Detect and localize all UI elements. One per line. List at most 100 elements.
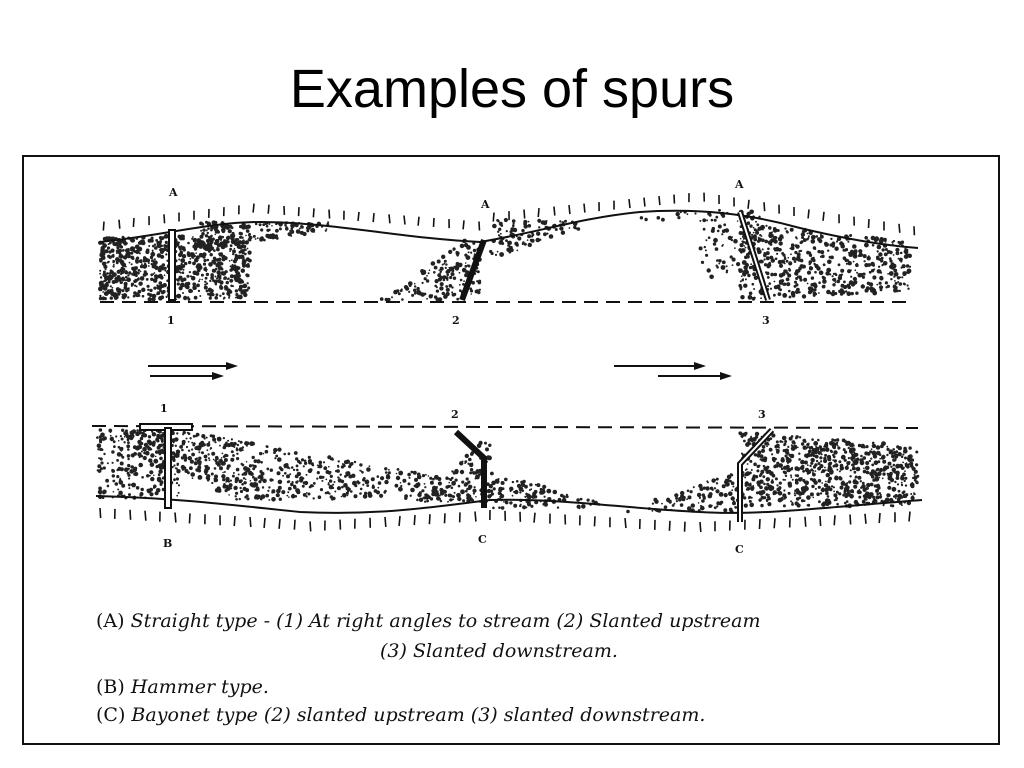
sediment-dot <box>783 489 786 492</box>
sediment-dot <box>519 491 522 494</box>
sediment-dot <box>834 463 839 468</box>
sediment-dot <box>179 271 182 274</box>
sediment-dot <box>210 228 213 232</box>
sediment-dot <box>180 258 186 263</box>
sediment-dot <box>576 227 581 231</box>
sediment-dot <box>227 464 231 468</box>
sediment-dot <box>824 447 830 452</box>
sediment-dot <box>220 266 223 269</box>
sediment-dot <box>262 452 265 455</box>
sediment-dot <box>307 226 311 230</box>
sediment-dot <box>102 256 106 260</box>
sediment-dot <box>486 488 492 494</box>
sediment-dot <box>784 227 787 230</box>
sediment-dot <box>710 228 715 233</box>
sediment-dot <box>819 464 824 469</box>
bank-hatch-mark <box>144 510 147 521</box>
caption-c: (C) Bayonet type (2) slanted upstream (3… <box>96 704 976 726</box>
sediment-dot <box>868 270 872 274</box>
sediment-dot <box>201 434 206 439</box>
sediment-dot <box>379 493 384 498</box>
sediment-dot <box>901 496 904 499</box>
sediment-dot <box>897 281 900 283</box>
sediment-dot <box>243 481 247 485</box>
sediment-dot <box>125 275 128 279</box>
sediment-dot <box>820 250 825 255</box>
sediment-dot <box>829 273 832 276</box>
sediment-dot <box>832 486 836 489</box>
sediment-dot <box>384 479 389 485</box>
sediment-dot <box>833 490 835 493</box>
sediment-dot <box>565 495 569 499</box>
sediment-dot <box>884 248 888 251</box>
sediment-dot <box>427 475 430 477</box>
sediment-dot <box>827 478 830 481</box>
sediment-dot <box>240 268 245 273</box>
sediment-dot <box>329 495 333 499</box>
sediment-dot <box>556 506 560 509</box>
sediment-dot <box>327 483 330 486</box>
sediment-dot <box>434 279 439 284</box>
sediment-dot <box>757 249 761 254</box>
sediment-dot <box>348 465 352 469</box>
sediment-dot <box>780 279 785 283</box>
sediment-dot <box>810 234 816 240</box>
sediment-dot <box>878 467 884 473</box>
sediment-dot <box>775 440 779 444</box>
sediment-dot <box>796 237 798 240</box>
sediment-dot <box>498 492 501 495</box>
sediment-dot <box>446 273 450 277</box>
sediment-dot <box>651 509 654 512</box>
bank-hatch-mark <box>384 516 387 527</box>
sediment-dot <box>784 448 789 453</box>
sediment-dot <box>452 276 457 280</box>
sediment-dot <box>219 285 224 290</box>
sediment-dot <box>133 466 138 471</box>
sediment-dot <box>754 431 760 437</box>
sediment-dot <box>163 274 166 277</box>
sediment-dot <box>542 488 545 491</box>
sediment-dot <box>767 247 770 251</box>
sediment-dot <box>104 236 110 241</box>
sediment-dot <box>895 473 900 478</box>
sediment-dot <box>824 483 829 488</box>
sediment-dot <box>498 488 503 493</box>
sediment-dot <box>399 482 402 484</box>
sediment-dot <box>135 446 140 451</box>
sediment-dot <box>191 441 194 444</box>
sediment-dot <box>472 488 477 493</box>
sediment-dot <box>756 223 760 227</box>
sediment-dot <box>910 493 913 495</box>
sediment-dot <box>765 251 770 256</box>
sediment-dot <box>499 493 505 499</box>
sediment-dot <box>158 281 163 285</box>
sediment-dot <box>450 498 453 501</box>
sediment-dot <box>175 482 179 485</box>
sediment-dot <box>149 288 153 293</box>
sediment-dot <box>876 258 879 261</box>
sediment-dot <box>116 452 122 457</box>
sediment-dot <box>762 445 766 449</box>
caption-a-body: Straight type - (1) At right angles to s… <box>130 610 761 632</box>
sediment-dot <box>447 500 449 503</box>
sediment-dot <box>877 265 881 268</box>
sediment-dot <box>161 285 165 288</box>
label-bottom-1: 1 <box>160 402 168 415</box>
sediment-dot <box>154 455 157 458</box>
sediment-dot <box>882 504 885 507</box>
sediment-dot <box>214 267 218 271</box>
sediment-dot <box>829 449 833 453</box>
sediment-dot <box>912 476 915 480</box>
sediment-dot <box>102 491 106 495</box>
sediment-dot <box>686 213 689 216</box>
sediment-dot <box>543 232 547 237</box>
sediment-dot <box>471 280 475 285</box>
sediment-dot <box>765 498 769 502</box>
label-c1: C <box>478 533 487 546</box>
sediment-dot <box>499 232 502 235</box>
sediment-dot <box>205 289 209 293</box>
sediment-dot <box>177 234 182 239</box>
sediment-dot <box>452 471 456 475</box>
bank-hatch-mark <box>118 219 121 229</box>
sediment-dot <box>187 297 191 301</box>
